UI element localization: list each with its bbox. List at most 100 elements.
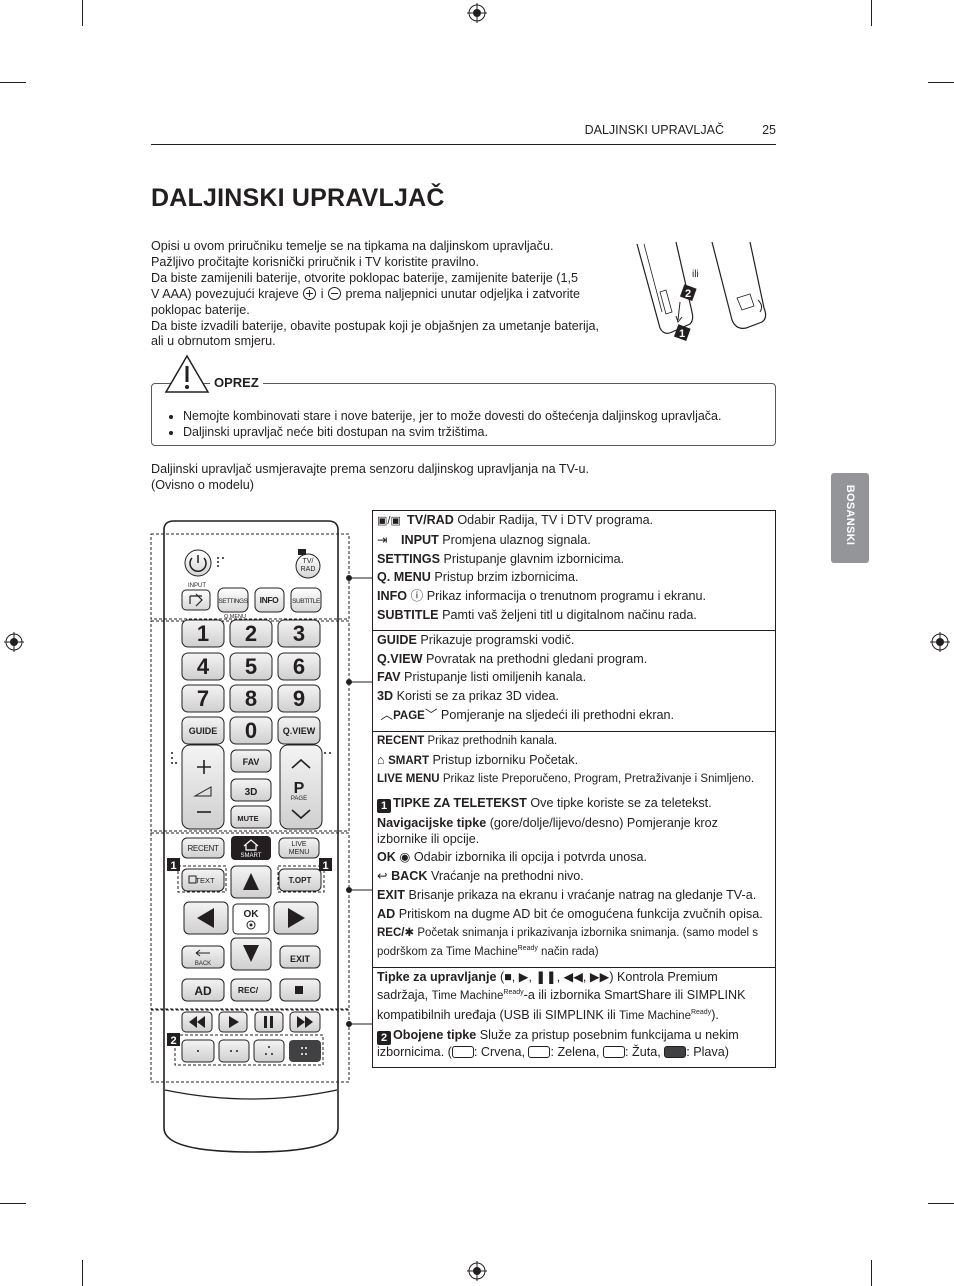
desc-section-2: GUIDE Prikazuje programski vodič. Q.VIEW… xyxy=(373,629,775,731)
language-tab-label: BOSANSKI xyxy=(844,484,856,546)
intro-line: Opisi u ovom priručniku temelje se na ti… xyxy=(151,239,554,253)
svg-text:SETTINGS: SETTINGS xyxy=(218,598,248,605)
input-icon: ⇥ xyxy=(377,532,388,547)
svg-text:MENU: MENU xyxy=(289,849,310,856)
svg-text:2: 2 xyxy=(170,1035,176,1047)
digit-label: 2 xyxy=(245,621,257,646)
svg-text:BACK: BACK xyxy=(195,961,211,967)
tv-radio-icon: ▣/▣ xyxy=(377,515,401,527)
desc-row: REC/✱ Početak snimanja i prikazivanja iz… xyxy=(377,926,758,959)
keypad-label: 0 xyxy=(245,718,257,743)
digit-label: 4 xyxy=(197,654,210,679)
desc-row: GUIDE Prikazuje programski vodič. xyxy=(377,632,575,647)
svg-text:PAGE: PAGE xyxy=(291,796,307,802)
digit-key xyxy=(181,652,225,681)
marker-2-icon: 2 xyxy=(377,1030,391,1045)
intro-line: i xyxy=(320,286,324,301)
caution-list: Nemojte kombinovati stare i nove baterij… xyxy=(183,408,721,440)
digit-label: 9 xyxy=(293,686,305,711)
digit-label: 8 xyxy=(245,686,257,711)
desc-row: AD Pritiskom na dugme AD bit će omogućen… xyxy=(377,906,763,921)
caution-title: OPREZ xyxy=(210,375,263,390)
digit-key xyxy=(229,652,273,681)
svg-text:OK: OK xyxy=(244,909,260,920)
or-label: ili xyxy=(692,269,699,280)
key-description-table: ▣/▣TV/RAD Odabir Radija, TV i DTV progra… xyxy=(372,510,776,1068)
blue-key-icon xyxy=(664,1045,687,1058)
desc-row: ⇥INPUT Promjena ulaznog signala. xyxy=(377,532,591,547)
caution-item: Nemojte kombinovati stare i nove baterij… xyxy=(183,408,721,424)
desc-section-4: Tipke za upravljanje (■, ▶, ❚❚, ◀◀, ▶▶) … xyxy=(373,966,775,1067)
desc-row: Tipke za upravljanje (■, ▶, ❚❚, ◀◀, ▶▶) … xyxy=(377,969,746,1022)
svg-text:1: 1 xyxy=(322,860,328,872)
digit-label: 5 xyxy=(245,654,257,679)
info-icon: ⓘ xyxy=(410,589,424,604)
svg-text:LIVE: LIVE xyxy=(291,841,307,848)
digit-key xyxy=(181,619,225,648)
svg-text:T.OPT: T.OPT xyxy=(289,876,312,885)
marker-1-icon: 1 xyxy=(377,798,391,813)
digit-key xyxy=(229,619,273,648)
svg-text:SMART: SMART xyxy=(241,853,262,859)
desc-row: ↩ BACK Vraćanje na prethodni nivo. xyxy=(377,869,584,884)
desc-section-1: ▣/▣TV/RAD Odabir Radija, TV i DTV progra… xyxy=(373,511,775,630)
registration-mark-icon xyxy=(467,3,487,23)
intro-line: V AAA) povezujući krajeve xyxy=(151,286,299,301)
warning-triangle-icon xyxy=(164,354,210,393)
desc-row: FAV Pristupanje listi omiljenih kanala. xyxy=(377,670,587,685)
svg-text:REC/: REC/ xyxy=(238,985,259,995)
caution-item: Daljinski upravljač neće biti dostupan n… xyxy=(183,424,721,440)
plus-circle-icon xyxy=(303,286,317,300)
keypad-key xyxy=(181,716,225,745)
svg-text:RECENT: RECENT xyxy=(187,844,219,853)
aim-line: Daljinski upravljač usmjeravajte prema s… xyxy=(151,462,589,476)
svg-text:1: 1 xyxy=(170,860,176,872)
svg-text:MUTE: MUTE xyxy=(237,814,258,823)
intro-line: ali u obrnutom smjeru. xyxy=(151,334,276,349)
digit-label: 7 xyxy=(197,686,209,711)
digit-label: 3 xyxy=(293,621,305,646)
keypad-label: Q.VIEW xyxy=(283,726,316,736)
desc-row: ▣/▣TV/RAD Odabir Radija, TV i DTV progra… xyxy=(377,513,771,530)
step-2-label: 2 xyxy=(685,288,691,300)
desc-row: OK ◉ Odabir izbornika ili opcija i potvr… xyxy=(377,850,647,865)
intro-line: poklopac baterije. xyxy=(151,302,250,317)
digit-label: 1 xyxy=(197,621,209,646)
chevron-down-icon: ﹀ xyxy=(424,707,438,722)
intro-line: prema naljepnici unutar odjeljka i zatvo… xyxy=(345,286,581,301)
digit-key xyxy=(277,684,321,713)
desc-row: Q.VIEW Povratak na prethodni gledani pro… xyxy=(377,651,648,666)
aim-line: (Ovisno o modelu) xyxy=(151,478,254,492)
svg-text:INFO: INFO xyxy=(260,595,279,605)
tvrad-key: TV/ xyxy=(303,558,314,565)
desc-row: INFO ⓘ Prikaz informacija o trenutnom pr… xyxy=(377,589,706,604)
desc-row: EXIT Brisanje prikaza na ekranu i vraćan… xyxy=(377,888,757,903)
aim-text: Daljinski upravljač usmjeravajte prema s… xyxy=(151,461,589,493)
registration-mark-icon xyxy=(467,1261,487,1281)
page-header: DALJINSKI UPRAVLJAČ 25 xyxy=(151,122,776,145)
svg-text:FAV: FAV xyxy=(243,757,260,767)
desc-row: Navigacijske tipke (gore/dolje/lijevo/de… xyxy=(377,816,718,846)
digit-key xyxy=(277,619,321,648)
asterisk-icon: ✱ xyxy=(404,926,415,939)
input-label: INPUT xyxy=(188,583,206,589)
desc-section-3: RECENT Prikaz prethodnih kanala. ⌂ SMART… xyxy=(373,730,775,967)
desc-row: Q. MENU Pristup brzim izbornicima. xyxy=(377,570,579,585)
svg-text:TEXT: TEXT xyxy=(195,876,215,885)
registration-mark-icon xyxy=(930,632,950,652)
desc-row: LIVE MENU Prikaz liste Preporučeno, Prog… xyxy=(377,773,755,786)
keypad-key xyxy=(277,716,321,745)
intro-text: Opisi u ovom priručniku temelje se na ti… xyxy=(151,239,631,350)
yellow-key-icon xyxy=(603,1045,625,1058)
keypad-key xyxy=(229,716,273,745)
svg-text:Q.MENU: Q.MENU xyxy=(224,614,246,620)
digit-key xyxy=(181,684,225,713)
intro-line: Pažljivo pročitajte korisnički priručnik… xyxy=(151,254,480,269)
intro-line: Da biste zamijenili baterije, otvorite p… xyxy=(151,270,579,285)
battery-cover-illustration: ili 2 1 xyxy=(636,241,767,341)
chevron-up-icon: ︿ xyxy=(380,707,394,722)
caution-box: OPREZ Nemojte kombinovati stare i nove b… xyxy=(151,375,776,446)
back-arrow-icon: ↩ xyxy=(377,869,388,884)
